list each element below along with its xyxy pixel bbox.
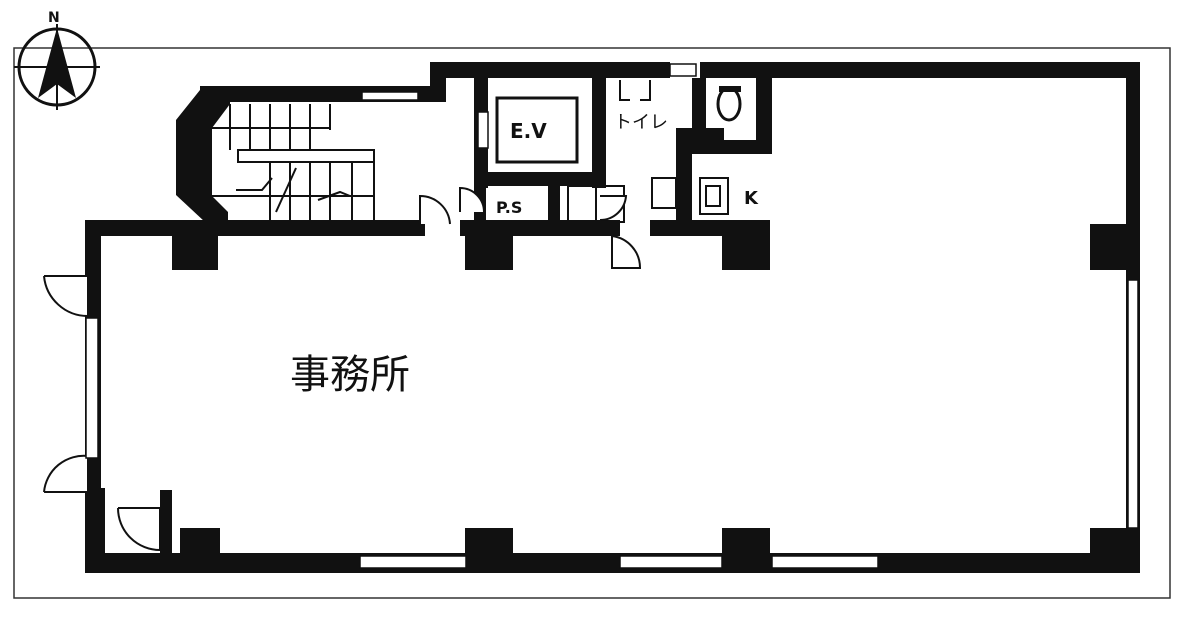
column (465, 228, 513, 270)
wall-ev-bottom (474, 172, 606, 186)
compass: N (14, 10, 100, 110)
room-label-toilet: トイレ (614, 112, 668, 133)
column (465, 528, 513, 568)
stairs (212, 104, 375, 222)
sheet-border (13, 47, 1171, 599)
wall-ps-right (548, 186, 560, 226)
wall-top-core (430, 62, 670, 78)
column (722, 528, 770, 568)
room-label-kitchen: K (744, 188, 759, 209)
room-label-office: 事務所 (290, 352, 410, 398)
column (722, 228, 770, 270)
wall-office-bottom (85, 553, 1140, 573)
wall-kitchen-left (676, 128, 692, 228)
room-label-pipe-space: P.S (496, 198, 522, 217)
room-label-elevator: E.V (510, 119, 547, 143)
doors (43, 186, 642, 552)
compass-arrow-icon (38, 28, 76, 98)
column (1090, 224, 1140, 270)
wall-ev-right (592, 78, 606, 188)
wall-wc-right (756, 78, 772, 153)
elevator-door (477, 111, 489, 149)
toilet-tank (719, 86, 741, 92)
wall-corner-room (95, 488, 105, 563)
fixtures (567, 80, 729, 223)
wall-top-right (700, 62, 1140, 78)
column (172, 228, 218, 270)
wall-stair-well (176, 90, 230, 222)
toilet-bowl-icon (716, 86, 742, 122)
column (180, 528, 220, 568)
wall-kitchen-top (692, 140, 772, 154)
windows (85, 63, 1139, 569)
column (1090, 528, 1140, 568)
compass-north-label: N (48, 10, 60, 26)
wall-corner-room-right (160, 490, 172, 560)
wall-office-top-left (85, 220, 425, 236)
wall-toilet-right (692, 78, 706, 133)
walls (85, 62, 1140, 573)
elevator-cab (495, 96, 579, 164)
